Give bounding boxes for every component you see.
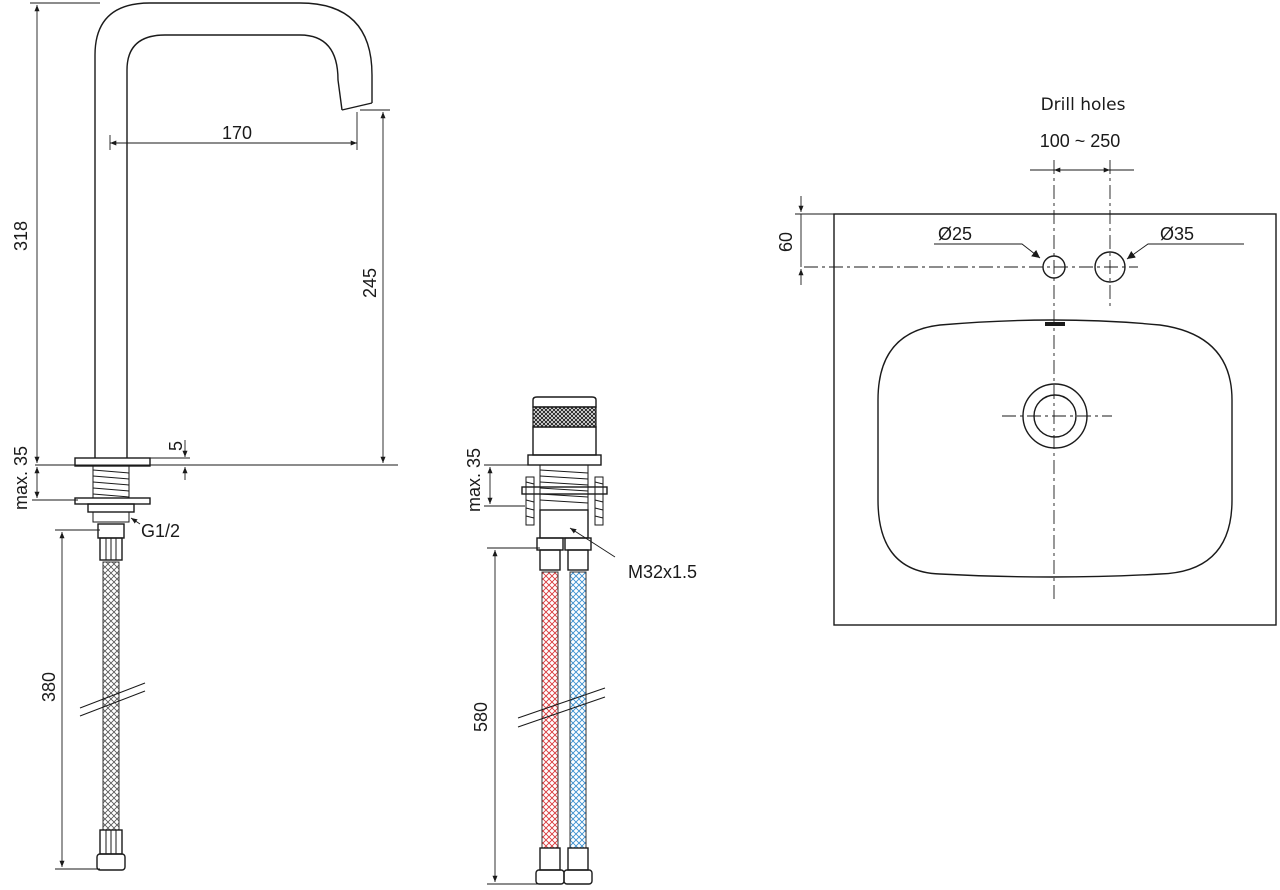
dim-spacing-label: 100 ~ 250 <box>1040 131 1121 151</box>
cold-connector <box>567 549 589 571</box>
cold-hose <box>569 571 587 849</box>
dim-max35-valve-label: max. 35 <box>464 448 484 512</box>
valve-cap <box>532 396 597 408</box>
dim-580-label: 580 <box>471 702 491 732</box>
shank-end <box>92 511 130 523</box>
countertop-outline <box>833 213 1277 626</box>
mount-bracket <box>521 486 608 495</box>
spout-inner <box>126 34 343 458</box>
hot-hose <box>541 571 559 849</box>
stud-right <box>594 476 604 526</box>
faucet-view: 318 170 245 5 max. 35 G1/2 380 <box>11 2 398 871</box>
dim-5-label: 5 <box>166 441 186 451</box>
threaded-shank <box>92 465 130 499</box>
dim-60-label: 60 <box>776 232 796 252</box>
drill-holes-title: Drill holes <box>1041 95 1126 115</box>
spout-outer <box>94 2 373 458</box>
spout-tip <box>341 102 373 111</box>
lock-nut <box>87 503 135 513</box>
overflow-slot <box>1045 322 1065 326</box>
dim-245-label: 245 <box>360 268 380 298</box>
hole-large-label: Ø35 <box>1160 224 1194 244</box>
knurled-grip <box>532 406 597 428</box>
hose-nut-bottom <box>96 853 126 871</box>
hose-connector-top <box>97 523 125 539</box>
valve-flange <box>527 454 602 466</box>
thread-g12-label: G1/2 <box>141 521 180 541</box>
hot-connector <box>539 549 561 571</box>
stud-left <box>525 476 535 526</box>
valve-outlet <box>539 509 589 539</box>
thread-m32-label: M32x1.5 <box>628 562 697 582</box>
dim-max35-label: max. 35 <box>11 446 31 510</box>
hole-large <box>1094 251 1126 283</box>
hole-small <box>1042 255 1066 279</box>
valve-view: max. 35 M32x1.5 580 <box>464 396 697 885</box>
hole-small-label: Ø25 <box>938 224 972 244</box>
break-line <box>79 682 146 709</box>
break-line <box>517 687 606 719</box>
basin-bowl <box>877 319 1233 578</box>
dim-170-label: 170 <box>222 123 252 143</box>
valve-body <box>532 426 597 456</box>
dim-380-label: 380 <box>39 672 59 702</box>
basin-view: Drill holes 100 ~ 250 Ø25 Ø35 60 <box>776 95 1277 626</box>
washer <box>74 497 151 505</box>
dim-318-label: 318 <box>11 221 31 251</box>
